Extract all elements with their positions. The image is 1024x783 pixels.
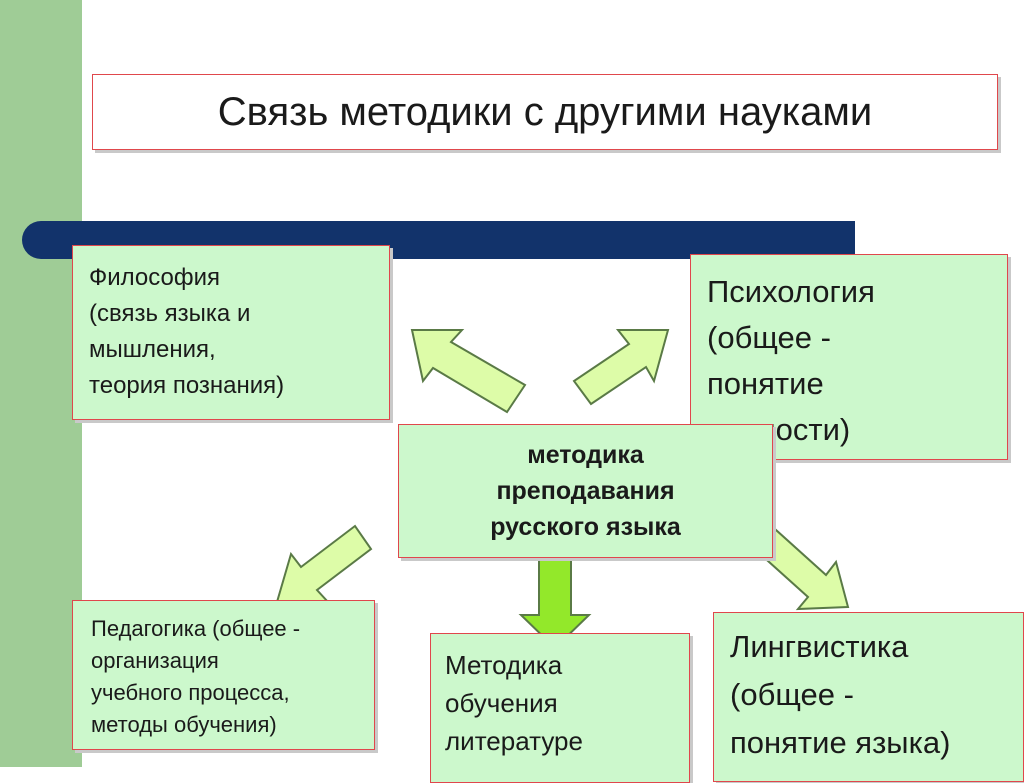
center-box: методика преподавания русского языка <box>398 424 773 558</box>
center-box-label: методика преподавания русского языка <box>490 441 681 541</box>
arrow-to-literature-methods <box>518 555 592 650</box>
arrow-to-philosophy <box>410 329 527 414</box>
arrow-to-psychology <box>572 329 670 406</box>
literature-methods-box: Методика обучения литературе <box>430 633 690 783</box>
slide-title: Связь методики с другими науками <box>217 89 873 134</box>
arrow-to-pedagogy <box>275 524 373 603</box>
philosophy-box: Философия (связь языка и мышления, теори… <box>72 245 390 420</box>
pedagogy-box: Педагогика (общее - организация учебного… <box>72 600 375 750</box>
linguistics-box: Лингвистика (общее - понятие языка) <box>713 612 1024 782</box>
title-box: Связь методики с другими науками <box>92 74 998 150</box>
arrows-layer <box>275 329 850 650</box>
